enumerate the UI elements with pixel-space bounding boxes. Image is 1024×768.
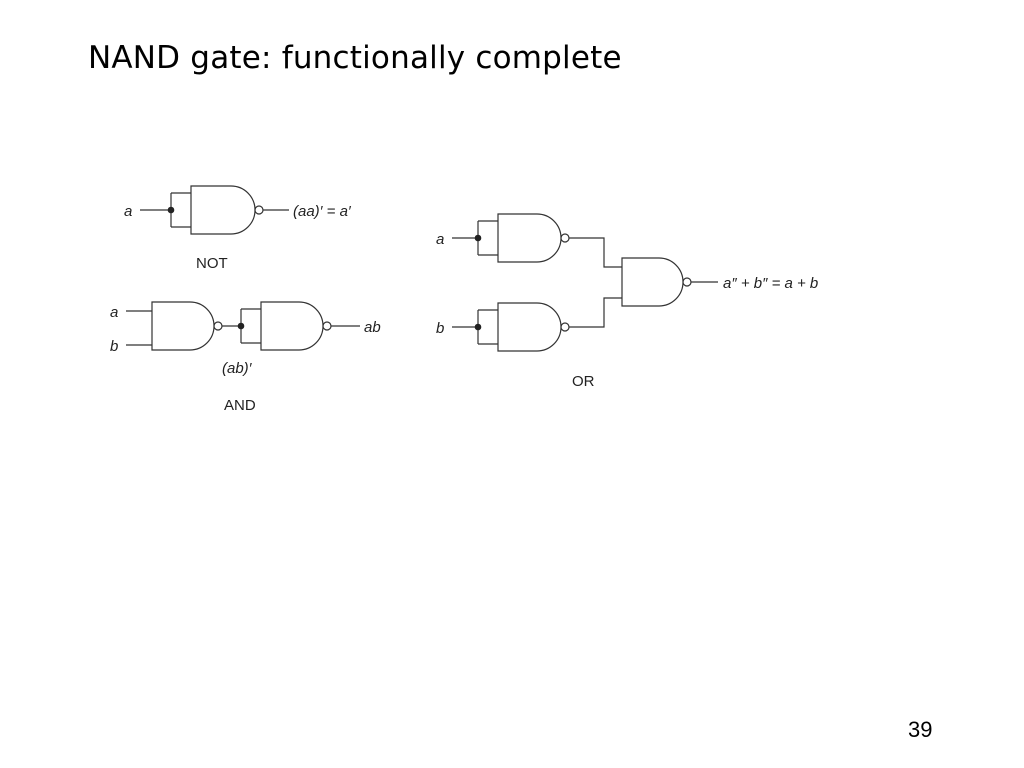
nand-gate-not bbox=[190, 185, 256, 235]
or-circuit: a b a″ + b″ = a + b OR bbox=[436, 213, 818, 390]
junction-dot bbox=[474, 323, 482, 331]
nand-gate-and-1 bbox=[151, 301, 215, 351]
and-output-label: ab bbox=[364, 319, 381, 336]
inverter-bubble bbox=[322, 321, 332, 331]
and-input-b-label: b bbox=[110, 338, 118, 355]
not-output-label: (aa)′ = a′ bbox=[293, 203, 352, 220]
nand-gate-or-a bbox=[497, 213, 562, 263]
nand-gate-or-b bbox=[497, 302, 562, 352]
or-input-a-label: a bbox=[436, 231, 444, 248]
page-number: 39 bbox=[908, 717, 933, 742]
inverter-bubble bbox=[560, 233, 570, 243]
nand-gate-or-final bbox=[621, 257, 684, 307]
and-caption: AND bbox=[224, 397, 256, 414]
junction-dot bbox=[474, 234, 482, 242]
and-input-a-label: a bbox=[110, 304, 118, 321]
slide-title: NAND gate: functionally complete bbox=[88, 40, 622, 76]
and-middle-label: (ab)′ bbox=[222, 360, 253, 377]
nand-gate-and-2 bbox=[260, 301, 324, 351]
or-caption: OR bbox=[572, 373, 595, 390]
junction-dot bbox=[167, 206, 175, 214]
inverter-bubble bbox=[560, 322, 570, 332]
and-circuit: a b ab (ab)′ AND bbox=[110, 301, 381, 414]
inverter-bubble bbox=[254, 205, 264, 215]
inverter-bubble bbox=[682, 277, 692, 287]
not-circuit: a (aa)′ = a′ NOT bbox=[124, 185, 352, 272]
or-output-label: a″ + b″ = a + b bbox=[723, 275, 818, 292]
inverter-bubble bbox=[213, 321, 223, 331]
or-input-b-label: b bbox=[436, 320, 444, 337]
junction-dot bbox=[237, 322, 245, 330]
not-caption: NOT bbox=[196, 255, 228, 272]
not-input-label: a bbox=[124, 203, 132, 220]
